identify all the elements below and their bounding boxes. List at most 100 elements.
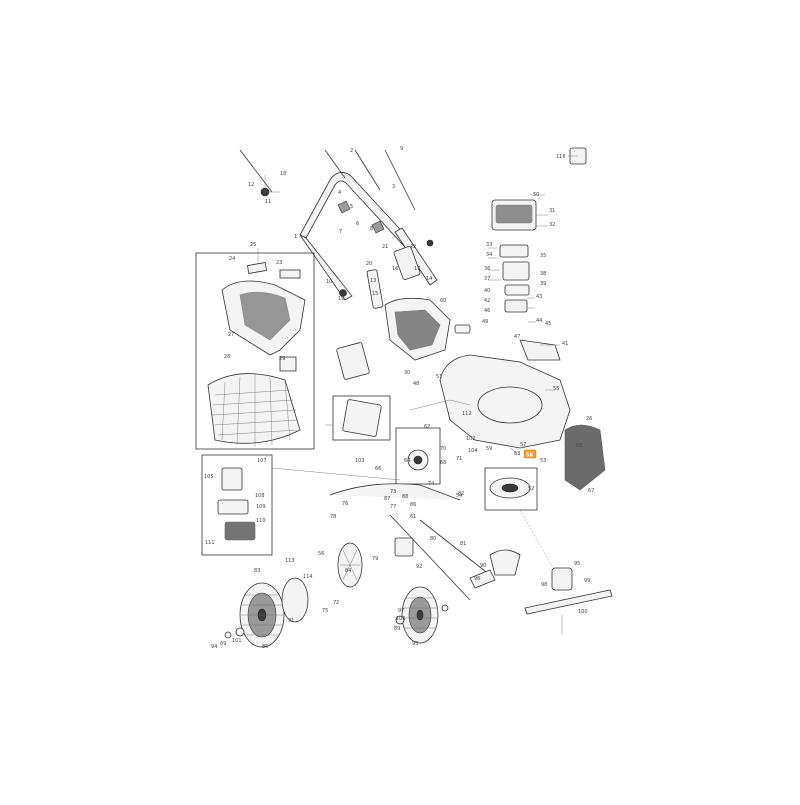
callout: 55 [553,386,559,392]
callout: 66 [375,466,381,472]
callout: 78 [330,514,336,520]
callout: 74 [428,481,434,487]
callout: 94 [211,644,217,650]
callout: 19 [338,296,344,302]
highlighted-callout[interactable]: 58 [523,449,537,459]
callout: 12 [248,182,254,188]
callout: 15 [372,291,378,297]
callout: 4 [338,190,341,196]
callout: 49 [482,319,488,325]
callout: 34 [486,252,492,258]
callout: 89 [394,626,400,632]
callout: 45 [545,321,551,327]
callout: 52 [528,486,534,492]
callout: 86 [410,502,416,508]
callout: 84 [345,568,351,574]
callout: 36 [484,266,490,272]
callout-labels: 116 50 31 32 33 34 35 36 37 38 39 40 42 … [204,146,594,650]
callout: 50 [533,192,539,198]
wheel-cover [337,537,414,588]
callout: 75 [322,608,328,614]
front-wheel [395,569,496,644]
callout: 83 [254,568,260,574]
callout: 37 [484,276,490,282]
callout: 2 [350,148,353,154]
callout: 72 [333,600,339,606]
callout: 110 [256,518,266,524]
callout: 101 [232,638,242,644]
callout: 107 [257,458,267,464]
callout: 113 [285,558,295,564]
callout: 102 [466,436,476,442]
callout: 81 [460,541,466,547]
callout: 6 [356,221,359,227]
callout: 41 [562,341,568,347]
callout: 61 [410,514,416,520]
callout: 18 [280,171,286,177]
drive-assembly [201,427,521,601]
callout: 60 [440,298,446,304]
callout: 27 [228,332,234,338]
callout: 32 [549,222,555,228]
grass-catcher-group [195,252,315,450]
callout: 64 [404,458,410,464]
callout: 59 [486,446,492,452]
callout: 105 [204,474,214,480]
callout: 24 [229,256,235,262]
callout: 116 [556,154,566,160]
callout: 38 [540,271,546,277]
callout: 46 [484,308,490,314]
callout: 33 [486,242,492,248]
callout: 67 [588,488,594,494]
callout: 29 [279,356,285,362]
callout: 63 [514,451,520,457]
callout: 76 [342,501,348,507]
callout: 44 [536,318,542,324]
callout: 13 [370,278,376,284]
callout: 30 [404,370,410,376]
callout: 71 [456,456,462,462]
callout: 7 [339,229,342,235]
callout: 104 [468,448,478,454]
motor-cover [384,297,471,361]
callout: 114 [303,574,313,580]
callout: 3 [392,184,395,190]
callout: 99 [584,578,590,584]
callout: 53 [540,458,546,464]
callout: 111 [205,540,215,546]
callout: 87 [384,496,390,502]
callout: 96 [474,576,480,582]
callout: 93 [412,641,418,647]
callout: 91 [288,618,294,624]
callout: 5 [350,204,353,210]
callout: 31 [549,208,555,214]
rear-wheel [224,577,309,648]
callout: 28 [224,354,230,360]
callout: 56 [318,551,324,557]
callout: 8 [370,226,373,232]
callout: 11 [265,199,271,205]
handle-assembly [239,149,438,309]
callout: 82 [458,491,464,497]
callout: 100 [578,609,588,615]
blade-assembly [484,467,613,635]
callout: 21 [382,244,388,250]
callout: 108 [255,493,265,499]
callout: 92 [416,564,422,570]
callout: 23 [276,260,282,266]
callout: 103 [355,458,365,464]
callout: 106 [396,616,406,622]
callout: 54 [456,493,462,499]
callout: 42 [484,298,490,304]
callout: 98 [541,582,547,588]
callout: 112 [462,411,472,417]
callout: 47 [514,334,520,340]
highlighted-part-number: 58 [526,453,533,459]
callout: 10 [326,279,332,285]
callout: 40 [484,288,490,294]
callout: 14 [426,276,432,282]
callout: 69 [220,641,226,647]
callout: 22 [410,244,416,250]
callout: 62 [424,424,430,430]
